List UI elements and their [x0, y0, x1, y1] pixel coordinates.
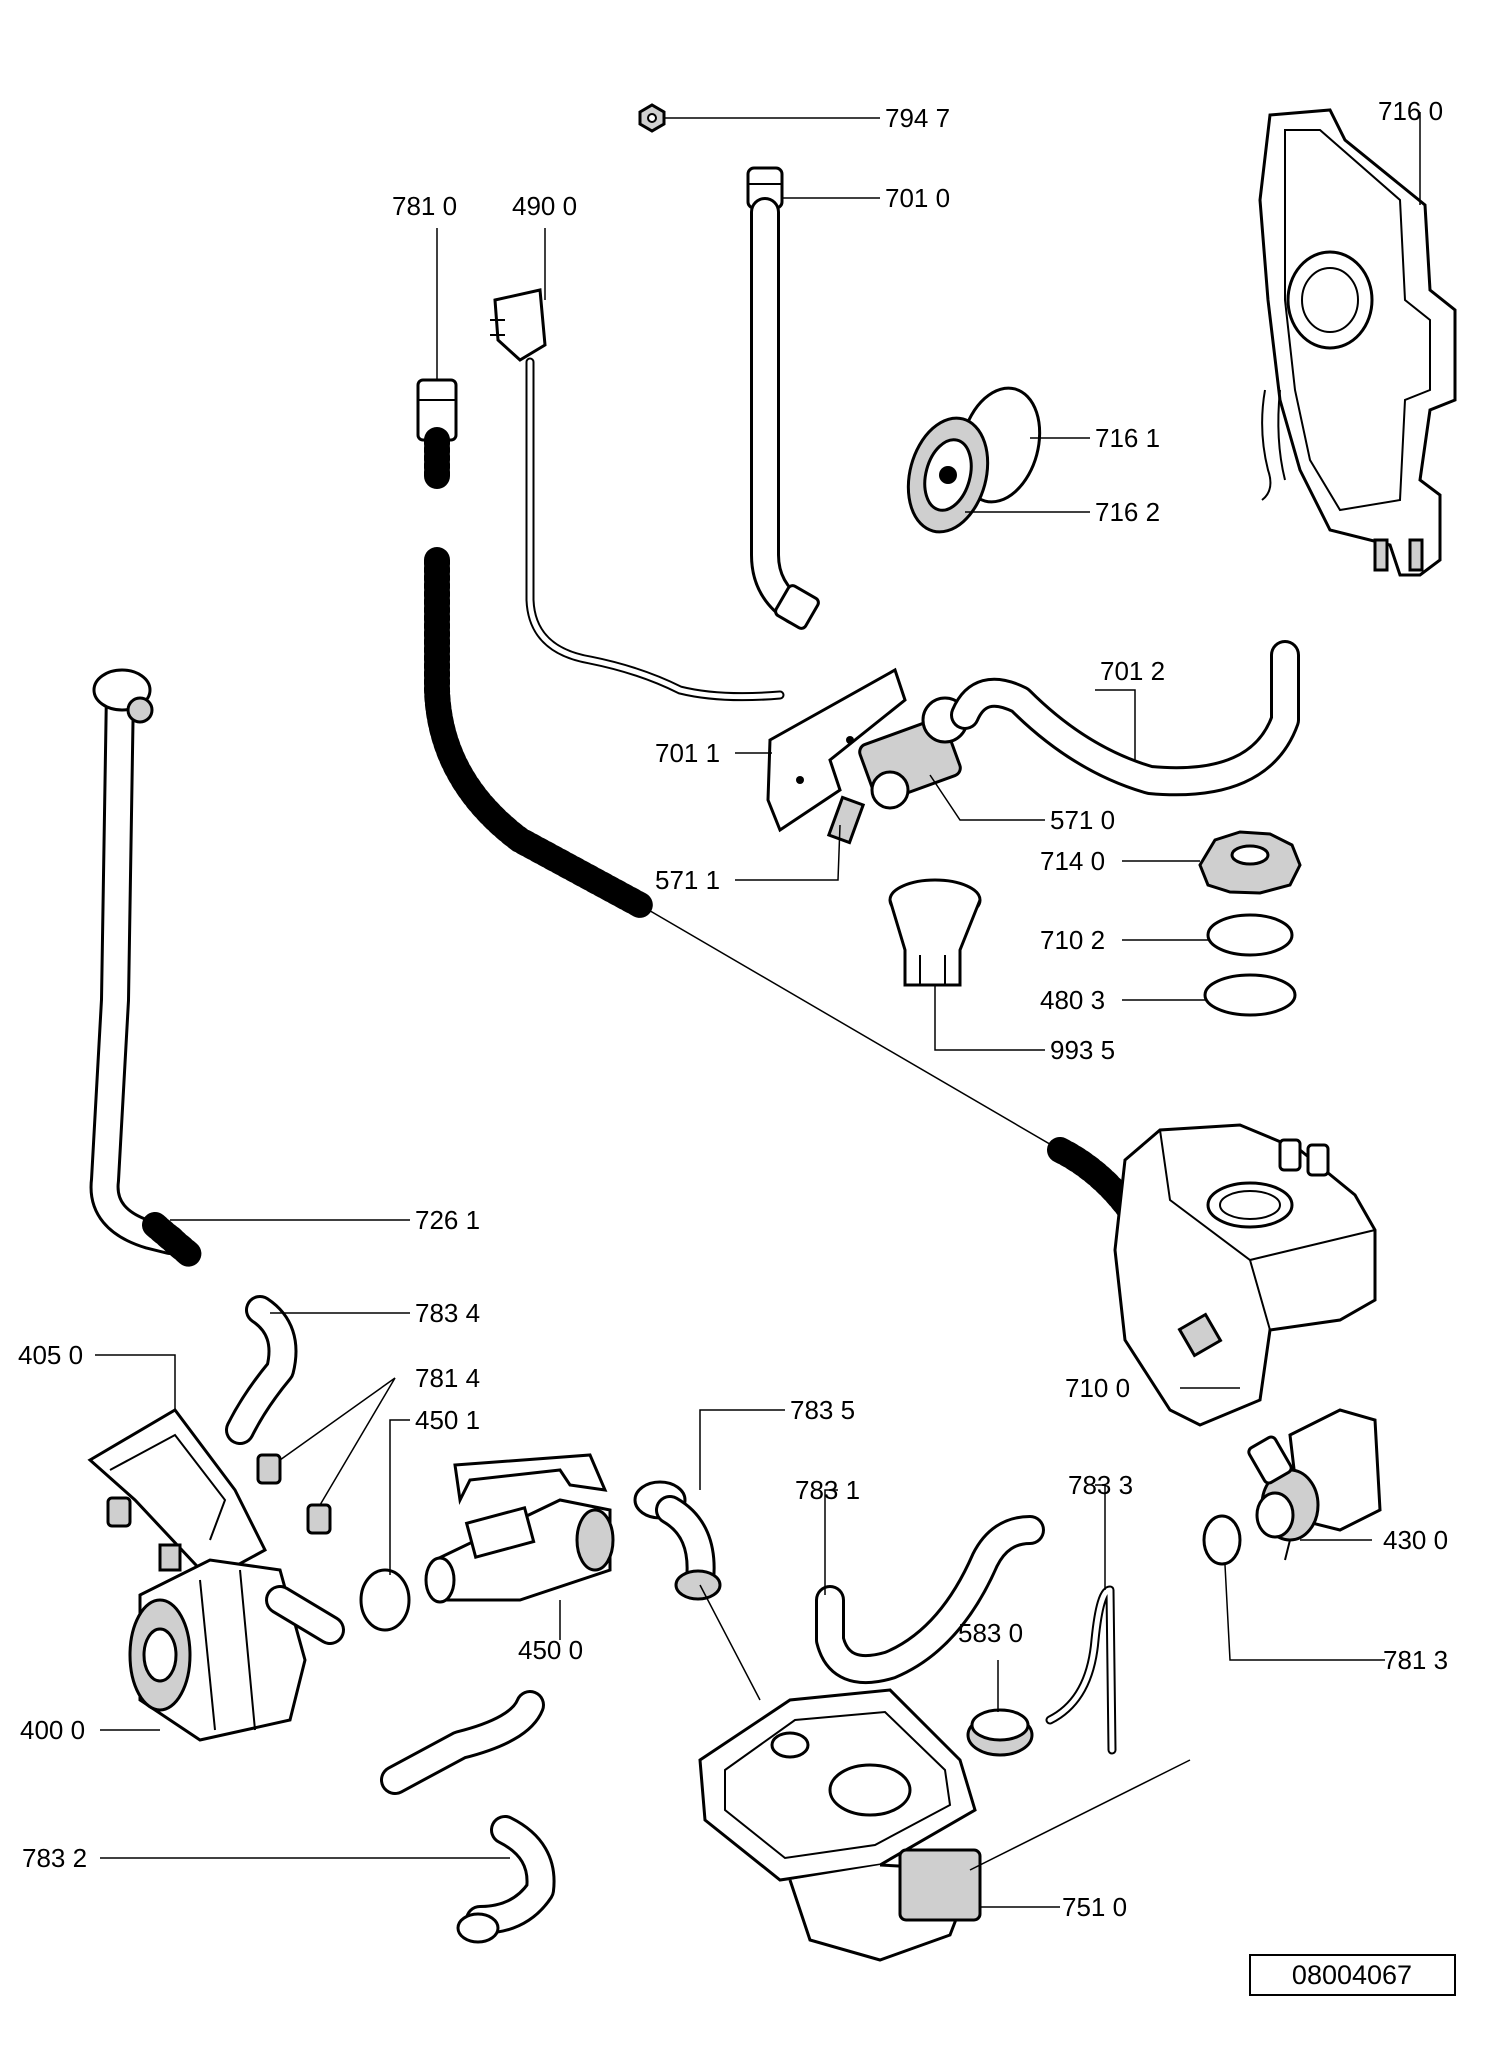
label-7814: 781 4 [415, 1363, 480, 1393]
drawing-number-box: 08004067 [1249, 1954, 1456, 1996]
drawing-number: 08004067 [1292, 1960, 1412, 1990]
part-tube-7261 [89, 668, 203, 1268]
label-7100: 710 0 [1065, 1373, 1130, 1403]
label-7947: 794 7 [885, 103, 950, 133]
part-valve-disc-7162 [906, 416, 990, 534]
label-7102: 710 2 [1040, 925, 1105, 955]
label-7810: 781 0 [392, 191, 457, 221]
label-7835: 783 5 [790, 1395, 855, 1425]
part-fill-hose-7012 [950, 640, 1300, 797]
label-7831: 783 1 [795, 1475, 860, 1505]
label-4300: 430 0 [1383, 1525, 1448, 1555]
part-clip-7814-c [106, 1496, 132, 1528]
part-labels: 794 7 781 0 490 0 701 0 716 0 716 1 716 … [18, 96, 1448, 1922]
part-bracket-7011 [766, 667, 907, 833]
label-7510: 751 0 [1062, 1892, 1127, 1922]
part-clamp-4501 [359, 1568, 411, 1632]
part-connector-5711 [826, 795, 866, 845]
part-pump-4000 [128, 1543, 345, 1742]
label-4000: 400 0 [20, 1715, 85, 1745]
label-7010: 701 0 [885, 183, 950, 213]
part-funnel-9935 [888, 878, 982, 987]
label-4900: 490 0 [512, 191, 577, 221]
label-7160: 716 0 [1378, 96, 1443, 126]
label-7832: 783 2 [22, 1843, 87, 1873]
label-4050: 405 0 [18, 1340, 83, 1370]
part-valve-4300 [1247, 1408, 1382, 1561]
part-hose-7832 [380, 1690, 556, 1944]
part-pressure-switch-5830 [966, 1708, 1034, 1757]
part-elbow-7835 [633, 1480, 722, 1601]
part-power-cable-4900 [490, 288, 785, 702]
part-cap-7140 [1198, 830, 1302, 895]
label-7833: 783 3 [1068, 1470, 1133, 1500]
part-hose-7833 [1045, 1585, 1117, 1755]
part-housing-4500 [424, 1453, 615, 1604]
label-4500: 450 0 [518, 1635, 583, 1665]
part-hose-7834 [225, 1295, 298, 1445]
label-5830: 583 0 [958, 1618, 1023, 1648]
label-7261: 726 1 [415, 1205, 480, 1235]
part-clip-7814-b [306, 1503, 332, 1535]
part-inlet-hose-7010 [746, 166, 820, 630]
part-clip-7814-a [256, 1453, 282, 1485]
part-nut-7947 [638, 103, 666, 133]
label-7140: 714 0 [1040, 846, 1105, 876]
label-7161: 716 1 [1095, 423, 1160, 453]
part-ring-nut-7102 [1206, 913, 1294, 957]
label-7012: 701 2 [1100, 656, 1165, 686]
label-4501: 450 1 [415, 1405, 480, 1435]
leader-lines [95, 112, 1421, 1908]
part-seal-7813 [1202, 1514, 1242, 1566]
label-5710: 571 0 [1050, 805, 1115, 835]
part-sump-7510 [698, 1688, 982, 1962]
part-inlet-valve-5710 [858, 696, 969, 810]
label-7834: 783 4 [415, 1298, 480, 1328]
label-5711: 571 1 [655, 865, 720, 895]
part-hose-7831 [815, 1515, 1045, 1685]
label-7011: 701 1 [655, 738, 720, 768]
label-9935: 993 5 [1050, 1035, 1115, 1065]
part-side-panel-7160 [1258, 108, 1457, 577]
label-4803: 480 3 [1040, 985, 1105, 1015]
part-gasket-4803 [1203, 973, 1297, 1017]
label-7162: 716 2 [1095, 497, 1160, 527]
part-water-softener-7100 [1113, 1123, 1377, 1427]
label-7813: 781 3 [1383, 1645, 1448, 1675]
